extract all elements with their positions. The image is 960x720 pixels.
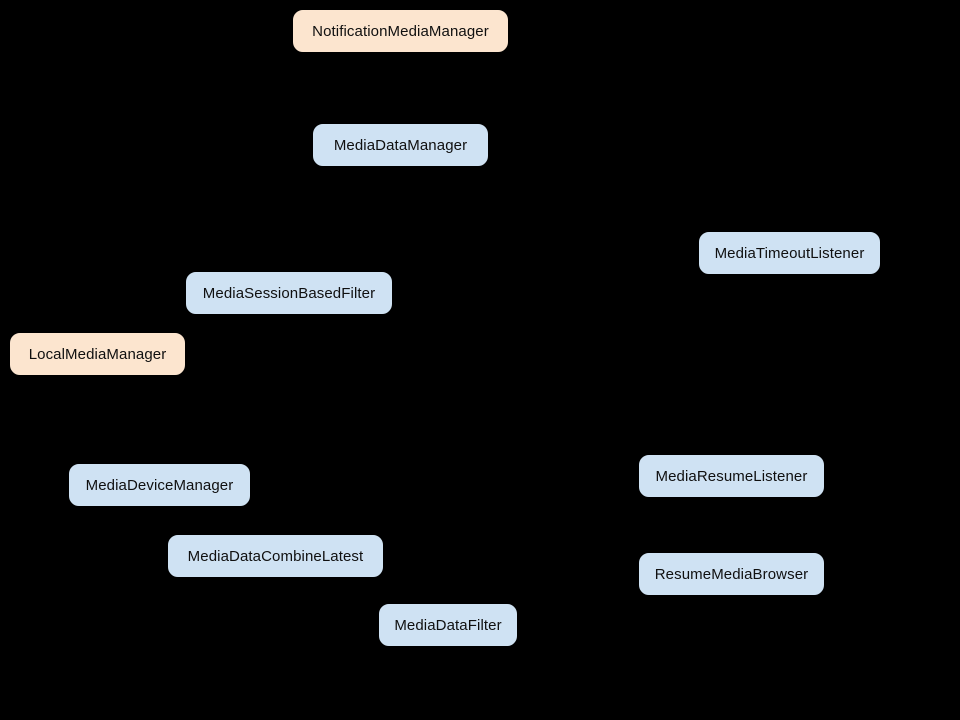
graph-node-media-data-filter[interactable]: MediaDataFilter (379, 604, 517, 646)
graph-node-label: MediaResumeListener (655, 467, 808, 485)
graph-node-label: MediaDataFilter (394, 616, 502, 634)
graph-node-label: MediaDeviceManager (85, 476, 234, 494)
graph-node-label: NotificationMediaManager (312, 22, 489, 40)
graph-node-media-timeout-listener[interactable]: MediaTimeoutListener (699, 232, 880, 274)
graph-node-local-media-manager[interactable]: LocalMediaManager (10, 333, 185, 375)
graph-node-media-data-manager[interactable]: MediaDataManager (313, 124, 488, 166)
graph-node-media-session-based-filter[interactable]: MediaSessionBasedFilter (186, 272, 392, 314)
graph-node-label: ResumeMediaBrowser (654, 565, 809, 583)
graph-node-label: LocalMediaManager (28, 345, 167, 363)
graph-node-label: MediaDataCombineLatest (187, 547, 364, 565)
graph-node-media-resume-listener[interactable]: MediaResumeListener (639, 455, 824, 497)
graph-node-resume-media-browser[interactable]: ResumeMediaBrowser (639, 553, 824, 595)
graph-node-media-device-manager[interactable]: MediaDeviceManager (69, 464, 250, 506)
graph-node-label: MediaTimeoutListener (714, 244, 865, 262)
graph-node-media-data-combine-latest[interactable]: MediaDataCombineLatest (168, 535, 383, 577)
graph-node-notification-media-manager[interactable]: NotificationMediaManager (293, 10, 508, 52)
graph-node-label: MediaDataManager (333, 136, 468, 154)
graph-node-label: MediaSessionBasedFilter (202, 284, 376, 302)
